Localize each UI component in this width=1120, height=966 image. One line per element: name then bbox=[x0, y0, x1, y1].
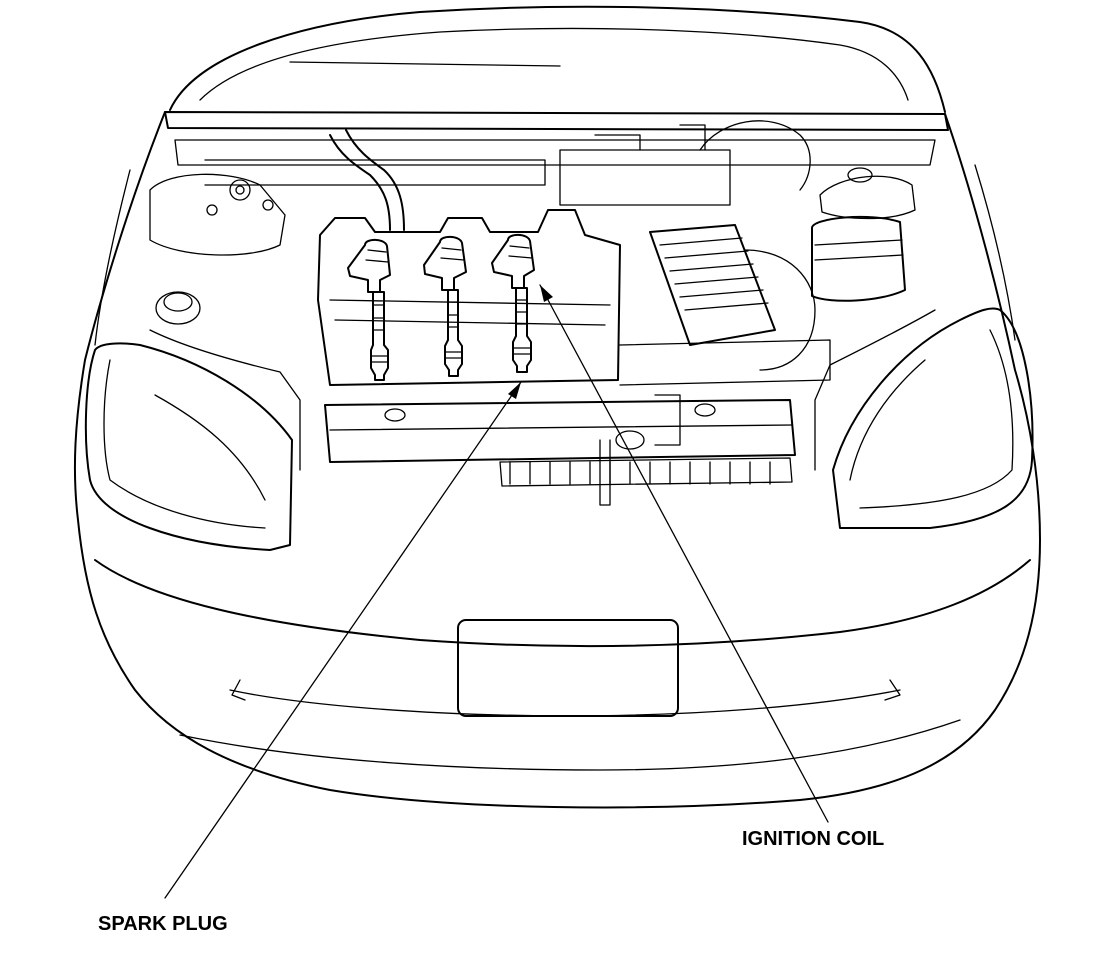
ignition-coil-arrowhead bbox=[540, 285, 553, 302]
ignition-coil-2 bbox=[423, 235, 467, 291]
engine-bay bbox=[149, 120, 936, 506]
spark-plug-label: SPARK PLUG bbox=[98, 913, 228, 935]
spark-plug-2 bbox=[444, 289, 463, 377]
spark-plug-leader bbox=[164, 381, 522, 899]
spark-plug-arrowhead bbox=[508, 382, 521, 399]
ignition-coil-leader bbox=[539, 284, 829, 823]
ignition-coil-label: IGNITION COIL bbox=[742, 828, 884, 850]
spark-plug-3 bbox=[512, 287, 532, 373]
headlight-left bbox=[84, 342, 293, 551]
ignition-coil-1 bbox=[347, 238, 391, 293]
hood bbox=[164, 5, 949, 131]
license-plate bbox=[457, 619, 679, 717]
headlight-right bbox=[832, 307, 1034, 529]
spark-plug-1 bbox=[370, 291, 389, 381]
leader-lines bbox=[164, 284, 829, 899]
ignition-coil-3 bbox=[491, 233, 535, 289]
